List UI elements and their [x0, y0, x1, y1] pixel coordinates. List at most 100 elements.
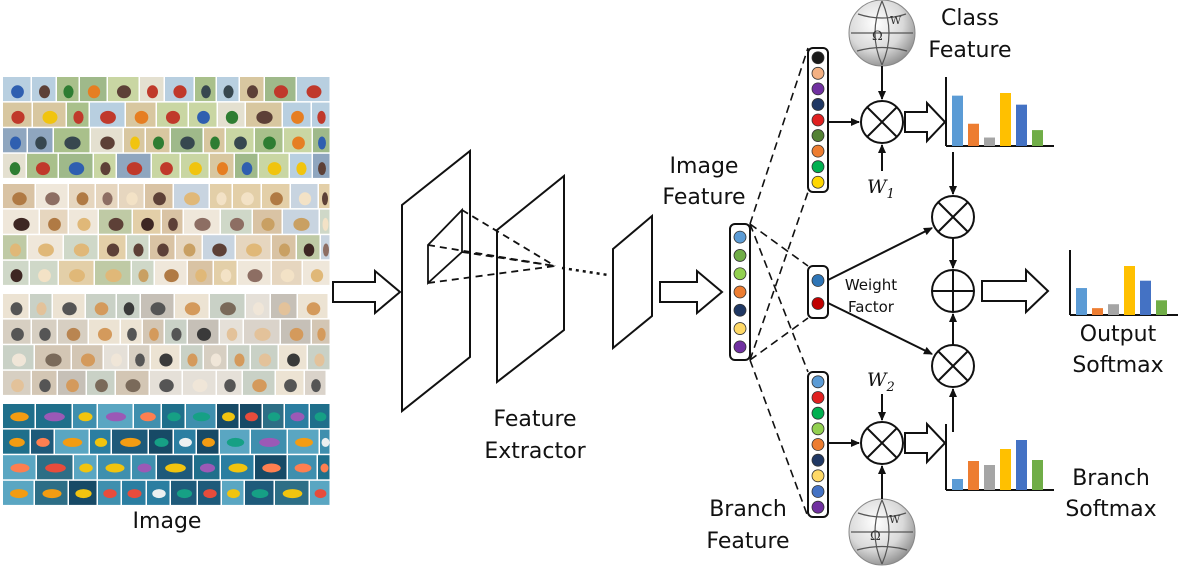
branch-feature-dot-4	[811, 422, 825, 436]
cats-shape	[306, 302, 321, 316]
image-feature-dot-6	[733, 322, 747, 335]
w1-label: W1	[867, 176, 895, 202]
dogs-shape	[279, 243, 290, 257]
fish-shape	[320, 463, 329, 473]
class-feature-dot-9	[811, 175, 825, 189]
wikipedia-globe-icon-top: Ω W	[848, 0, 916, 67]
branch-feature-dots	[811, 375, 825, 514]
dogs-shape	[184, 192, 200, 206]
fish-shape	[251, 489, 269, 499]
fish-shape	[9, 437, 25, 447]
multiply-operator-class	[860, 100, 904, 144]
birds-shape	[10, 136, 21, 150]
birds-shape	[296, 162, 307, 176]
birds-shape	[68, 162, 85, 176]
output-arrow	[981, 267, 1050, 315]
wikipedia-globe-icon-bottom: Ω W	[848, 498, 916, 566]
cats-shape	[210, 353, 222, 367]
dogs-shape	[45, 192, 60, 206]
branch-feature-label-line1: Branch	[709, 497, 787, 522]
birds-shape	[130, 136, 140, 150]
birds-shape	[100, 110, 116, 124]
fish-shape	[228, 463, 248, 473]
dogs-shape	[48, 217, 61, 231]
cats-shape	[149, 327, 159, 341]
birds-shape	[273, 85, 289, 99]
class-feature-dot-4	[811, 98, 825, 111]
class-feature-dots	[811, 51, 825, 189]
birds-shape	[223, 85, 234, 99]
birds-shape	[291, 110, 304, 124]
svg-text:W: W	[890, 14, 902, 27]
dogs-shape	[12, 192, 27, 206]
weight-factor-dot-2	[811, 297, 825, 310]
operators	[860, 100, 975, 465]
dogs-shape	[322, 192, 328, 206]
branch-feature-dot-3	[811, 406, 825, 420]
cats-shape	[159, 353, 173, 367]
svg-text:Ω: Ω	[870, 529, 881, 544]
feature-arrow	[659, 268, 724, 316]
fish-shape	[227, 489, 240, 499]
cats-shape	[220, 302, 236, 316]
class-feature-dot-7	[811, 144, 825, 158]
branch-feature-label-line2: Feature	[706, 529, 789, 554]
output-softmax-bar-6	[1156, 300, 1167, 315]
birds-shape	[234, 136, 247, 150]
weight-factor-dots	[811, 274, 825, 310]
output-softmax-histogram	[1069, 250, 1178, 316]
cats-shape	[252, 379, 267, 393]
birds-shape	[318, 162, 326, 176]
cats-shape	[39, 379, 51, 393]
cats-shape	[135, 353, 145, 367]
fish-shape	[120, 437, 141, 447]
cats-shape	[184, 302, 201, 316]
branch-softmax-bar-2	[968, 461, 979, 490]
birds-shape	[189, 162, 202, 176]
birds-shape	[11, 85, 24, 99]
fish-shape	[192, 412, 211, 422]
cats-shape	[127, 327, 137, 341]
fish-shape	[245, 412, 258, 422]
cats-shape	[11, 379, 24, 393]
fish-shape	[10, 463, 30, 473]
dogs-shape	[195, 269, 207, 283]
branch-softmax-bar-3	[984, 465, 995, 490]
cats-shape	[289, 327, 304, 341]
cats-shape	[224, 379, 236, 393]
weight-factor-label-line2: Factor	[848, 298, 895, 316]
birds-shape	[197, 110, 210, 124]
birds-shape	[180, 136, 195, 150]
image-feature-dots	[733, 230, 747, 354]
fish-shape	[127, 489, 142, 499]
branch-feature-dot-6	[811, 453, 825, 467]
dogs-shape	[261, 217, 275, 231]
fish-shape	[152, 489, 166, 499]
dogs-shape	[303, 243, 315, 257]
cats-shape	[258, 353, 272, 367]
birds-shape	[63, 85, 74, 99]
cats-shape	[123, 302, 135, 316]
image-feature-label-line1: Image	[670, 154, 739, 179]
class-feature-dot-6	[811, 129, 825, 142]
birds-shape	[35, 162, 51, 176]
dogs-shape	[310, 269, 324, 283]
cats-shape	[66, 327, 81, 341]
cats-shape	[45, 353, 62, 367]
dogs-shape	[183, 243, 196, 257]
fish-shape	[267, 412, 281, 422]
branch-softmax-bar-6	[1032, 460, 1043, 490]
w2-label: W2	[867, 369, 895, 395]
cats-shape	[11, 327, 24, 341]
dogs-shape	[13, 217, 30, 231]
fish-shape	[176, 489, 193, 499]
dogs-shape	[293, 217, 310, 231]
dogs-shape	[194, 217, 211, 231]
fish-shape	[154, 437, 169, 447]
birds-shape	[225, 110, 239, 124]
class-softmax-arrow	[904, 100, 947, 144]
birds-shape	[126, 162, 143, 176]
class-feature-label-line2: Feature	[928, 38, 1011, 63]
image-feature-label-line2: Feature	[662, 185, 745, 210]
